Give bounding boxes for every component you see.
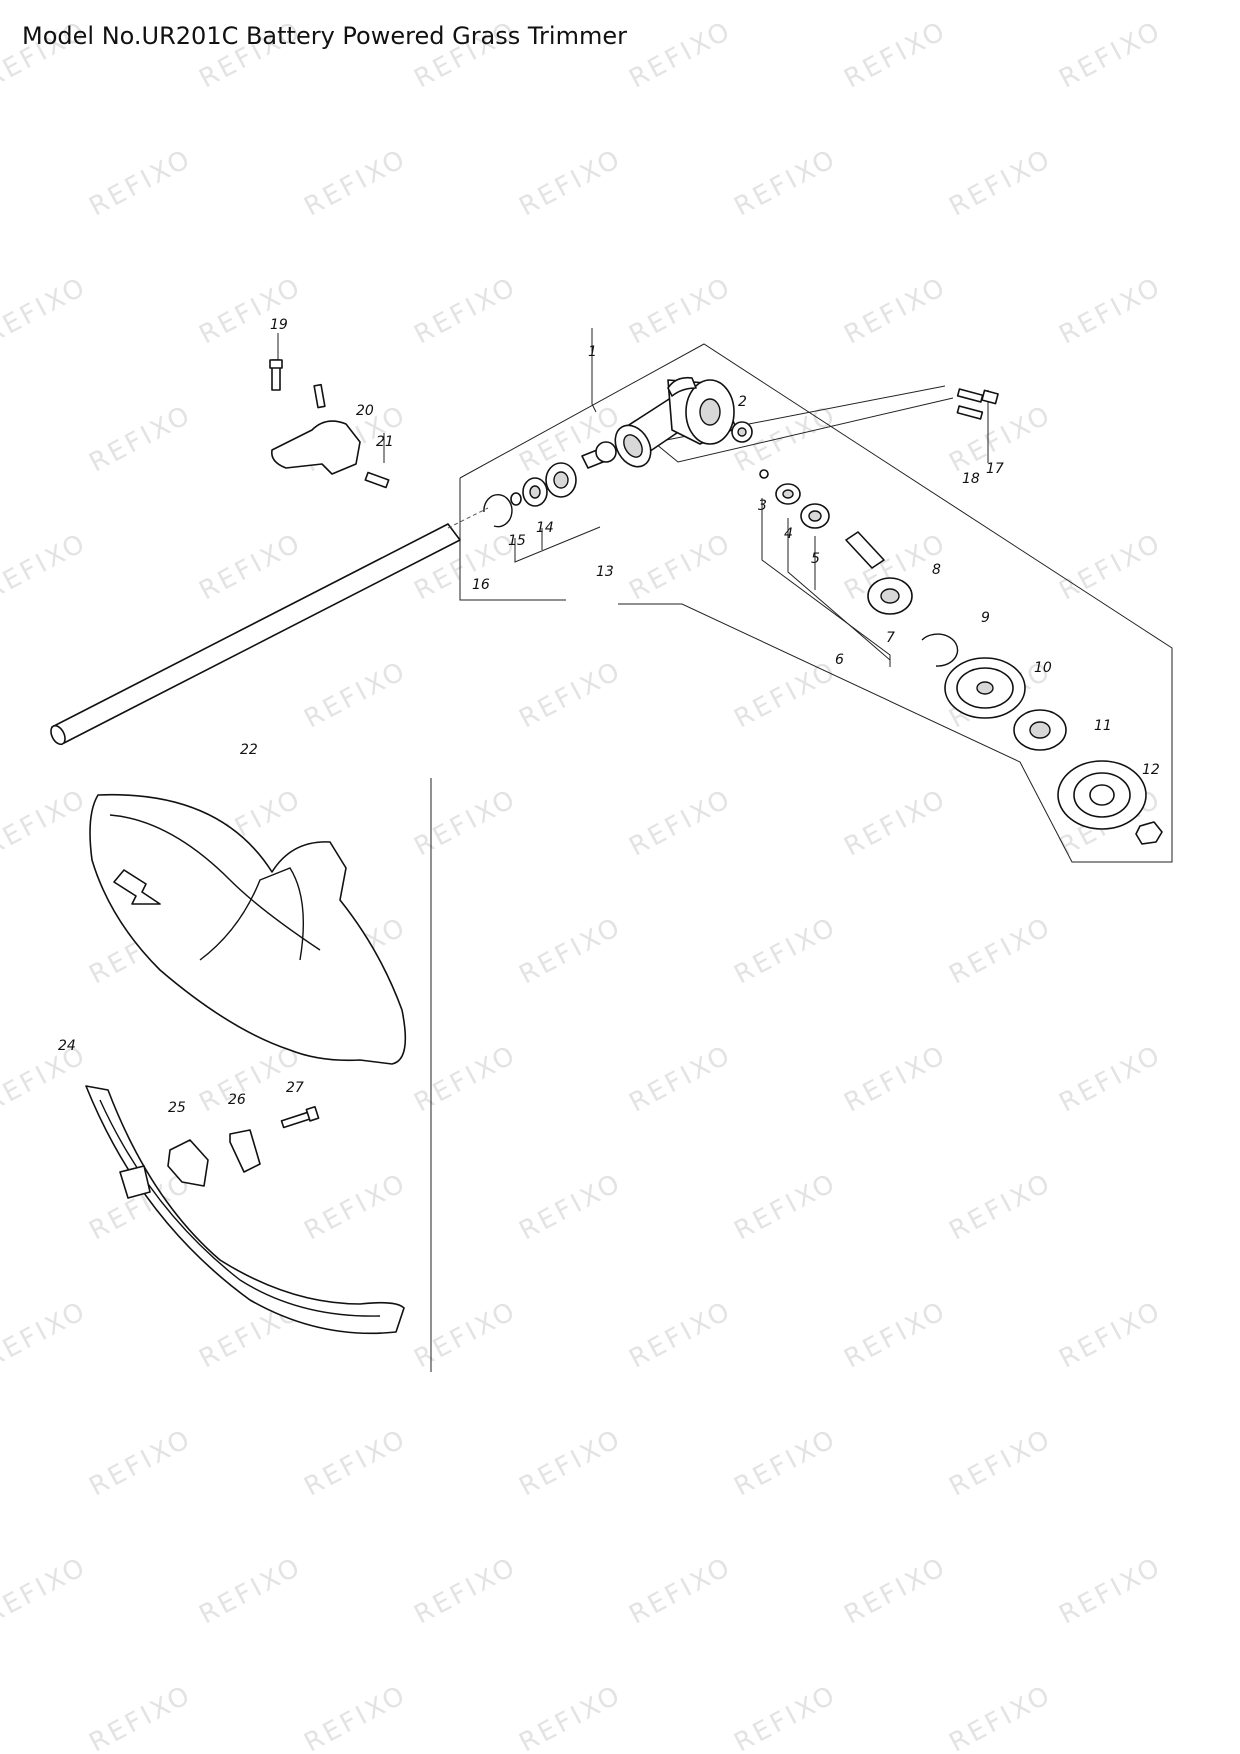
callout-label: 6 — [835, 652, 844, 668]
callout-label: 4 — [784, 526, 793, 542]
callout-label: 9 — [981, 610, 990, 626]
callout-label: 10 — [1034, 660, 1052, 676]
callout-label: 25 — [168, 1100, 186, 1116]
callout-label: 2 — [738, 394, 747, 410]
callout-label: 16 — [472, 577, 490, 593]
callout-label: 8 — [932, 562, 941, 578]
callout-label: 22 — [240, 742, 258, 758]
callout-label: 19 — [270, 317, 288, 333]
callout-label: 3 — [758, 498, 767, 514]
callout-label: 11 — [1094, 718, 1112, 734]
assembly-frame-lines — [277, 328, 1173, 1372]
guard-extension-part — [85, 1085, 405, 1335]
callout-label: 21 — [376, 434, 394, 450]
grass-guard-part — [89, 793, 407, 1065]
callout-label: 12 — [1142, 762, 1160, 778]
callout-label: 26 — [228, 1092, 246, 1108]
callout-label: 7 — [886, 630, 895, 646]
gear-head-part — [614, 376, 737, 468]
callout-label: 24 — [58, 1038, 76, 1054]
blade-holder-discs — [944, 657, 1163, 845]
callout-label: 13 — [596, 564, 614, 580]
callout-label: 18 — [962, 471, 980, 487]
handle-clamp-part — [269, 359, 390, 489]
drive-shaft-part — [50, 507, 489, 746]
callout-label: 27 — [286, 1080, 304, 1096]
callout-label: 14 — [536, 520, 554, 536]
callout-label: 20 — [356, 403, 374, 419]
line-cutter-parts — [167, 1105, 320, 1187]
callout-label: 5 — [811, 551, 820, 567]
small-parts-group — [483, 388, 999, 667]
callout-label: 1 — [588, 344, 597, 360]
page-title: Model No.UR201C Battery Powered Grass Tr… — [22, 22, 627, 50]
callout-labels: 1 2 3 4 5 6 7 8 9 10 11 12 13 14 15 16 1… — [58, 317, 1160, 1116]
callout-label: 17 — [986, 461, 1004, 477]
callout-label: 15 — [508, 533, 526, 549]
